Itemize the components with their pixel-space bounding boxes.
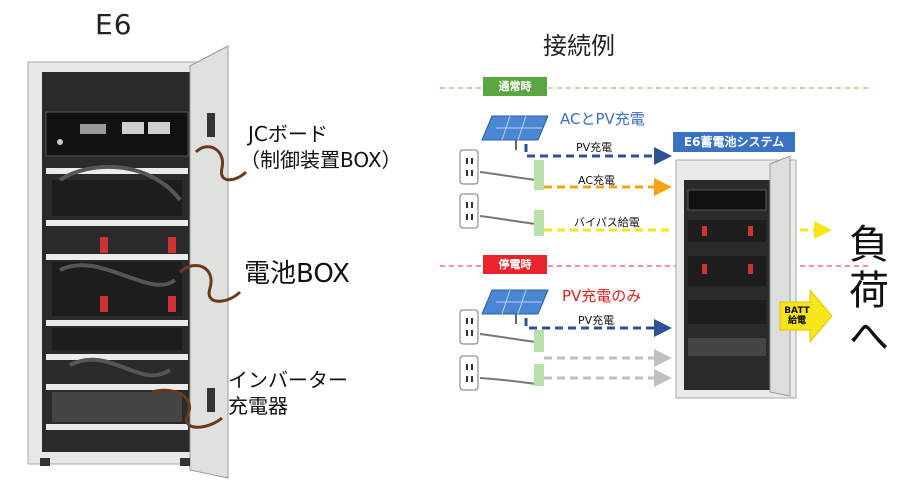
battery-pointer (179, 263, 242, 303)
normal-badge: 通常時 (483, 77, 547, 96)
outlet-icon (459, 309, 479, 345)
outlet-icon (459, 355, 479, 391)
pv-charge-arrow (524, 144, 672, 165)
inverter-label: インバーター (228, 368, 348, 392)
connection-example-title: 接続例 (543, 32, 615, 60)
load-char-3: へ (849, 314, 889, 360)
battery-box-label: 電池BOX (244, 259, 350, 289)
outlet-icon (459, 149, 479, 185)
solar-panel-icon (481, 115, 549, 150)
jc-pointer (194, 145, 248, 182)
pv-charge-label: PV充電 (576, 141, 613, 154)
e6-system-label: E6蓄電池システム (673, 132, 795, 152)
load-label: 負 荷 へ (846, 222, 892, 360)
outlet-icon (459, 193, 479, 229)
jc-board-sublabel: （制御装置BOX） (240, 148, 402, 172)
batt-label: BATT 給電 (782, 306, 812, 326)
charger-label: 充電器 (228, 394, 288, 418)
bypass-label: バイパス給電 (574, 216, 640, 229)
outage-pv-arrow (524, 318, 672, 337)
batt-supply-arrow (779, 288, 833, 344)
e6-title: E6 (95, 8, 133, 41)
solar-panel-icon (481, 289, 549, 324)
load-char-2: 荷 (849, 268, 889, 314)
load-char-1: 負 (849, 222, 889, 268)
outage-pv-charge-label: PV充電 (578, 314, 615, 327)
connection-diagram (440, 87, 870, 399)
outage-badge: 停電時 (483, 255, 547, 274)
batt-label-line2: 給電 (787, 316, 806, 326)
cabinet-illustration (27, 45, 248, 479)
inverter-pointer (151, 388, 223, 429)
jc-board-label: JCボード (248, 122, 328, 146)
outage-heading: PV充電のみ (562, 287, 642, 305)
ac-charge-label: AC充電 (578, 174, 616, 187)
normal-heading: ACとPV充電 (560, 110, 645, 128)
batt-label-line1: BATT (784, 306, 810, 316)
